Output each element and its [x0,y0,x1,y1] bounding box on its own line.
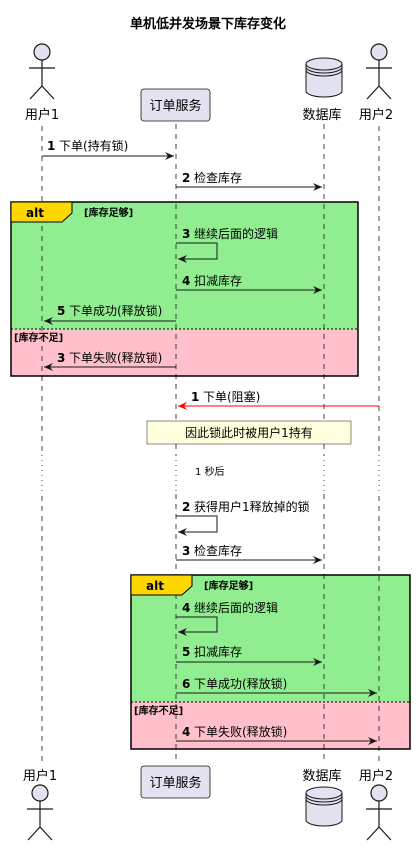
message-number: 1 [191,390,199,404]
participant-database-top: 数据库 [302,57,343,123]
message-10: 4 继续后面的逻辑 [176,600,278,636]
participant-order-service-bottom: 订单服务 [140,765,211,799]
message-8: 2 获得用户1释放掉的锁 [176,499,310,536]
note: 因此锁此时被用户1持有 [146,420,352,445]
delay-label: 1 秒后 [195,465,225,478]
message-number: 2 [182,500,190,514]
message-label: 下单成功(释放锁) [69,303,162,318]
message-label: 下单失败(释放锁) [69,350,162,365]
participant-label: 数据库 [302,107,341,123]
participant-label: 用户2 [359,107,393,123]
message-number: 4 [182,601,190,615]
participant-label: 订单服务 [149,98,201,114]
participant-label: 用户1 [25,107,59,123]
message-7: 1 下单(阻塞) [178,389,379,410]
actor-icon [366,784,392,841]
participant-order-service-top: 订单服务 [140,88,211,122]
participant-database-bottom: 数据库 [302,768,343,827]
message-label: 下单(阻塞) [203,389,260,404]
message-number: 5 [182,645,190,659]
message-13: 4 下单失败(释放锁) [176,724,377,745]
note-text: 因此锁此时被用户1持有 [185,425,313,440]
message-4: 4 扣减库存 [176,273,322,294]
message-number: 3 [182,227,190,241]
delay: 1 秒后 [41,455,380,492]
message-label: 下单失败(释放锁) [194,724,287,739]
participant-label: 用户2 [359,768,393,784]
message-number: 3 [182,544,190,558]
actor-icon [366,43,392,100]
message-6: 3 下单失败(释放锁) [44,350,176,371]
message-number: 5 [57,304,65,318]
message-label: 下单成功(释放锁) [194,676,287,691]
database-icon [305,57,343,98]
database-icon [305,786,343,827]
alt-fragment-1 [11,202,358,376]
message-number: 6 [182,677,190,691]
alt-guard-main: [库存足够] [84,206,133,219]
message-number: 3 [57,351,65,365]
message-label: 扣减库存 [194,644,242,659]
message-2: 2 检查库存 [176,170,322,191]
participant-user1-top: 用户1 [25,43,59,123]
diagram-title: 单机低并发场景下库存变化 [130,16,286,32]
alt-guard-main: [库存足够] [204,579,253,592]
message-number: 2 [182,171,190,185]
message-3: 3 继续后面的逻辑 [176,226,278,263]
message-11: 5 扣减库存 [176,644,322,666]
message-label: 扣减库存 [194,273,242,288]
message-number: 4 [182,274,190,288]
message-1: 1 下单(持有锁) [42,138,174,160]
message-number: 1 [47,139,55,153]
message-label: 获得用户1释放掉的锁 [194,499,310,514]
message-label: 检查库存 [194,170,242,185]
participant-label: 用户1 [23,768,57,784]
participant-user1-bottom: 用户1 [23,768,57,841]
message-number: 4 [182,725,190,739]
message-label: 检查库存 [194,543,242,558]
alt-guard-else: [库存不足] [134,704,183,717]
message-12: 6 下单成功(释放锁) [176,676,377,697]
participant-user2-top: 用户2 [359,43,393,123]
actor-icon [27,784,53,841]
message-label: 继续后面的逻辑 [194,226,278,241]
alt-keyword: alt [146,579,164,593]
message-9: 3 检查库存 [176,543,322,564]
alt-keyword: alt [26,206,44,220]
actor-icon [29,43,55,100]
participant-label: 订单服务 [149,775,201,791]
participant-label: 数据库 [302,768,341,784]
participant-user2-bottom: 用户2 [359,768,393,841]
message-label: 下单(持有锁) [59,138,128,153]
alt-guard-else: [库存不足] [14,331,63,344]
message-5: 5 下单成功(释放锁) [44,303,176,325]
message-label: 继续后面的逻辑 [194,600,278,615]
